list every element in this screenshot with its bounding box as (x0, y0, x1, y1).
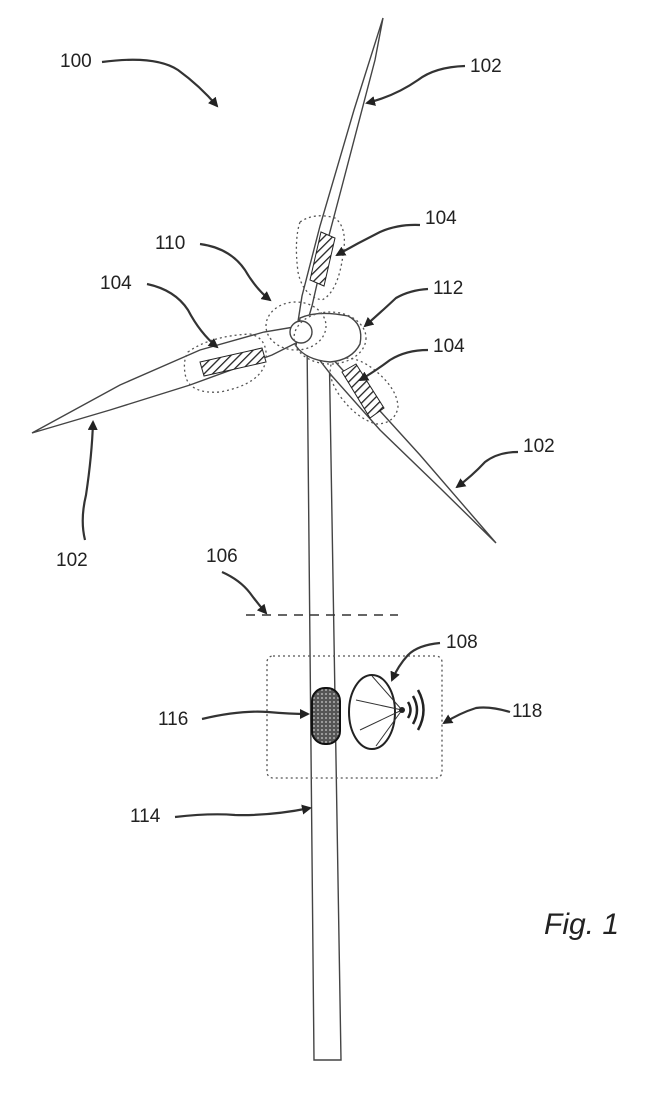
label-116: 116 (158, 709, 188, 730)
label-112: 112 (433, 278, 463, 299)
leader-118 (444, 708, 510, 724)
label-118: 118 (512, 701, 542, 722)
leader-116 (202, 712, 308, 719)
label-102-left: 102 (56, 550, 88, 571)
leader-104-left (147, 284, 217, 347)
leader-102-top (367, 66, 465, 103)
leader-110 (200, 244, 270, 300)
label-104-left: 104 (100, 273, 132, 294)
leader-104-right (360, 350, 428, 380)
tower-sensor-116 (312, 688, 340, 744)
label-110: 110 (155, 233, 185, 254)
leader-108 (392, 643, 440, 680)
leader-106 (222, 572, 266, 613)
label-106: 106 (206, 546, 238, 567)
leader-102-left (83, 422, 93, 540)
leader-104-top (337, 225, 420, 255)
transmitter-108 (348, 675, 423, 749)
leader-114 (175, 808, 310, 817)
label-100: 100 (60, 51, 92, 72)
label-108: 108 (446, 632, 478, 653)
label-104-top: 104 (425, 208, 457, 229)
label-102-right: 102 (523, 436, 555, 457)
leader-100 (102, 60, 217, 106)
figure-caption: Fig. 1 (544, 908, 619, 941)
leader-102-right (457, 452, 518, 487)
blade-top (297, 18, 383, 330)
leader-112 (365, 289, 428, 326)
blade-left (32, 326, 302, 433)
blade-right (304, 334, 496, 543)
label-102-top: 102 (470, 56, 502, 77)
hub (290, 321, 312, 343)
label-104-right: 104 (433, 336, 465, 357)
label-114: 114 (130, 806, 161, 827)
